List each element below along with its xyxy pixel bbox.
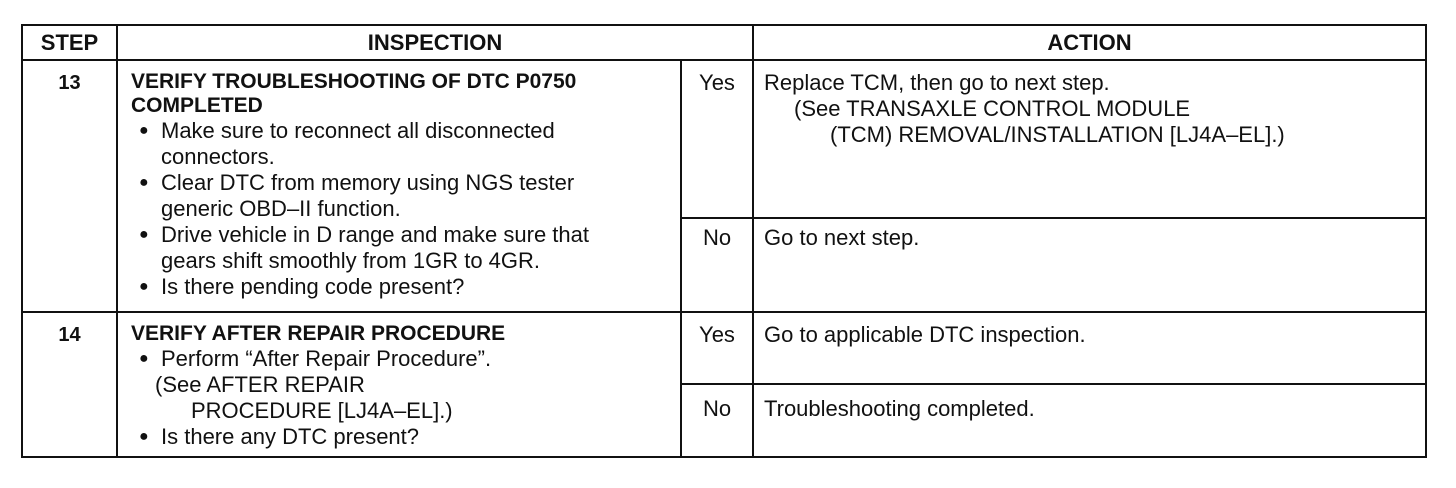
header-inspection: INSPECTION	[367, 30, 503, 55]
answer-yes-label: Yes	[699, 322, 735, 347]
row-divider	[23, 311, 1425, 313]
list-item: Perform “After Repair Procedure”.	[131, 346, 676, 372]
action-yes-text: Go to applicable DTC inspection.	[764, 322, 1086, 347]
answer-no-label: No	[702, 396, 732, 421]
step-number: 14	[58, 324, 81, 346]
header-divider	[23, 59, 1425, 61]
header-step: STEP	[40, 30, 99, 55]
action-yes-text: Replace TCM, then go to next step. (See …	[764, 70, 1285, 147]
inspection-bullets: Make sure to reconnect all disconnectedc…	[131, 118, 676, 300]
header-action: ACTION	[1047, 30, 1132, 55]
action-no-text: Troubleshooting completed.	[764, 396, 1035, 421]
inspection-cell: VERIFY TROUBLESHOOTING OF DTC P0750 COMP…	[131, 70, 676, 300]
list-item: Clear DTC from memory using NGS testerge…	[131, 170, 676, 222]
step-number: 13	[58, 72, 81, 94]
row13-yes-no-divider	[682, 217, 1425, 219]
list-item: Drive vehicle in D range and make sure t…	[131, 222, 676, 274]
answer-no-label: No	[702, 225, 732, 250]
row14-yes-no-divider	[682, 383, 1425, 385]
action-no-text: Go to next step.	[764, 225, 920, 250]
list-item: Make sure to reconnect all disconnectedc…	[131, 118, 676, 170]
list-item: Is there pending code present?	[131, 274, 676, 300]
list-item: Is there any DTC present?	[131, 424, 676, 450]
answer-yes-label: Yes	[699, 70, 735, 95]
inspection-bullets: Perform “After Repair Procedure”.	[131, 346, 676, 372]
inspection-title: VERIFY AFTER REPAIR PROCEDURE	[131, 322, 506, 345]
action-col-divider	[752, 26, 754, 456]
step-col-divider	[116, 26, 118, 456]
inspection-title: VERIFY TROUBLESHOOTING OF DTC P0750 COMP…	[131, 70, 577, 117]
inspection-cell: VERIFY AFTER REPAIR PROCEDURE Perform “A…	[131, 322, 676, 450]
troubleshooting-table: STEP INSPECTION ACTION 13 VERIFY TROUBLE…	[21, 24, 1427, 458]
inspection-col-divider	[680, 59, 682, 456]
